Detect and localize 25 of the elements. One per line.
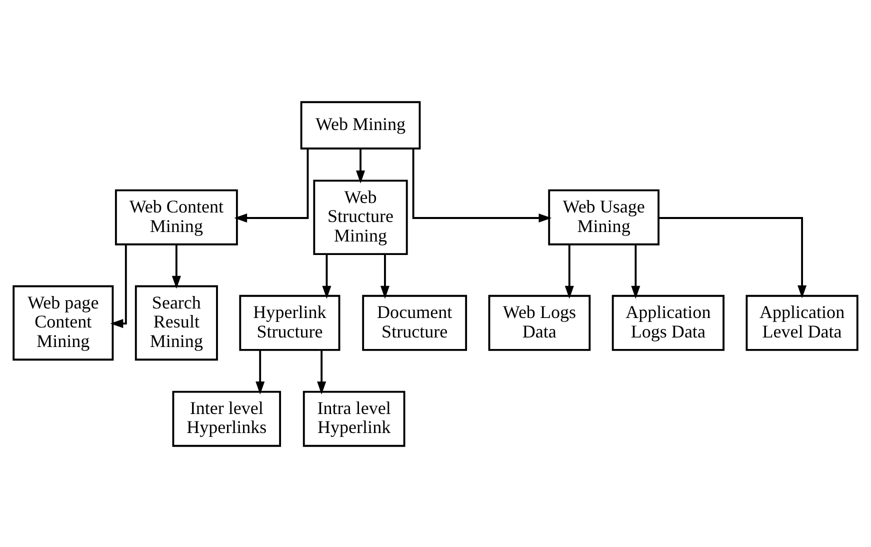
arrow xyxy=(631,244,640,298)
arrow xyxy=(356,148,366,183)
node-box: Document Structure xyxy=(362,294,468,350)
arrow xyxy=(317,350,326,394)
node-box: Web Usage Mining xyxy=(548,188,660,245)
node-box: Inter level Hyperlinks xyxy=(172,390,282,446)
arrow xyxy=(659,216,807,298)
node-box: Web Content Mining xyxy=(114,188,238,245)
node-box: Web page Content Mining xyxy=(12,284,114,360)
arrow xyxy=(380,254,390,298)
arrow xyxy=(234,148,309,222)
arrow xyxy=(172,244,181,288)
node-box: Web Logs Data xyxy=(488,294,591,350)
arrow xyxy=(256,350,265,394)
arrow xyxy=(564,244,574,298)
node-box: Application Level Data xyxy=(746,294,858,350)
node-box: Web Structure Mining xyxy=(313,179,408,254)
node-box: Intra level Hyperlink xyxy=(302,390,406,446)
node-box: Web Mining xyxy=(300,100,421,149)
arrow xyxy=(110,244,127,328)
node-box: Search Result Mining xyxy=(134,284,218,360)
arrow xyxy=(412,148,552,222)
node-box: Hyperlink Structure xyxy=(239,294,340,350)
arrow xyxy=(322,254,332,298)
node-box: Application Logs Data xyxy=(612,294,724,350)
